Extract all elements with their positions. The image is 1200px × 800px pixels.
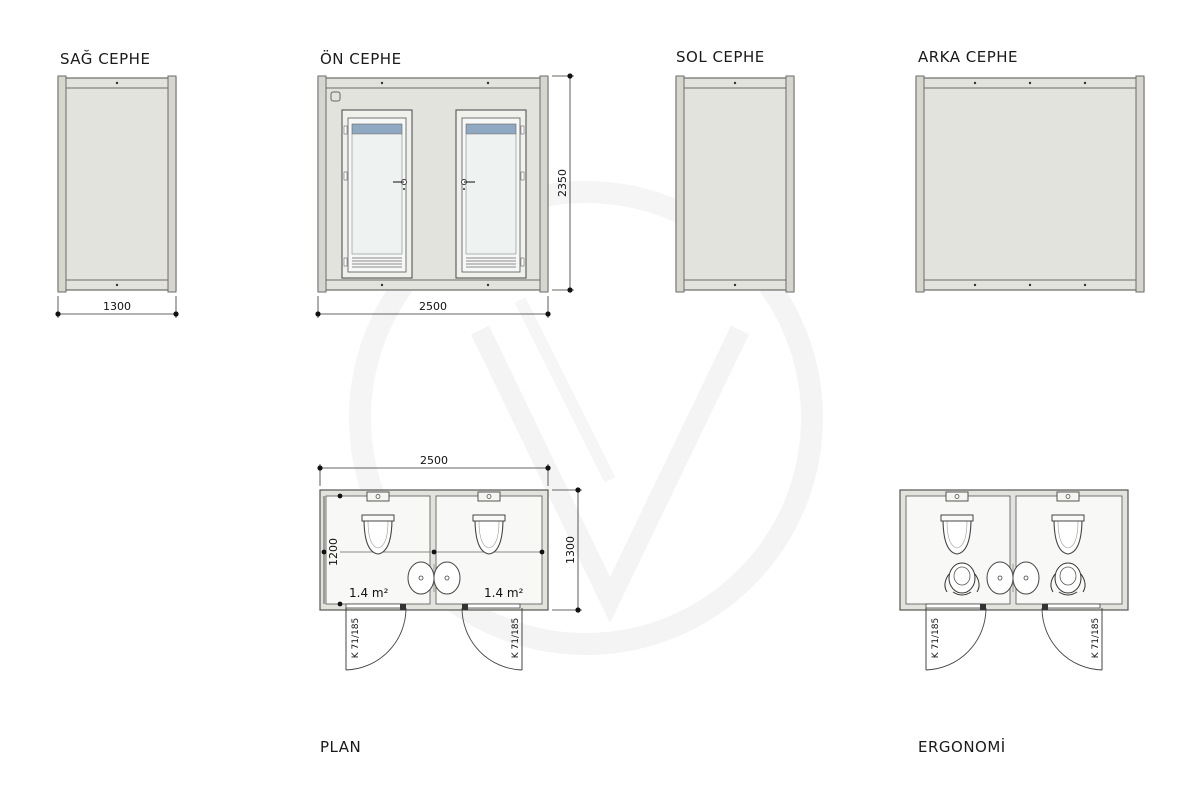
- right-width-dimension: [55, 296, 179, 318]
- area-left-cabin: 1.4 m²: [349, 586, 389, 600]
- ergonomics-door-label-left: K 71/185: [931, 618, 941, 658]
- plan-view: [319, 489, 549, 611]
- front-door-right: [455, 109, 527, 279]
- dim-plan-width: 2500: [420, 454, 448, 467]
- plan-depth-dimension: [552, 487, 582, 613]
- title-ergonomics: ERGONOMİ: [918, 738, 1006, 756]
- plan-door-swing-right: [461, 604, 523, 671]
- dim-plan-depth: 1300: [564, 536, 577, 564]
- area-right-cabin: 1.4 m²: [484, 586, 524, 600]
- watermark-logo: [349, 181, 823, 655]
- dim-right-width: 1300: [103, 300, 131, 313]
- front-height-dimension: [552, 73, 574, 293]
- dim-front-height: 2350: [556, 169, 569, 197]
- ergonomics-door-swing-right: [1041, 604, 1103, 671]
- plan-inner-dimension: [321, 496, 327, 604]
- door-label-right: K 71/185: [511, 618, 521, 658]
- left-elevation: [675, 75, 795, 293]
- dim-front-width: 2500: [419, 300, 447, 313]
- front-door-left: [341, 109, 413, 279]
- title-right-elevation: SAĞ CEPHE: [60, 50, 151, 68]
- ergonomics-door-label-right: K 71/185: [1091, 618, 1101, 658]
- title-front-elevation: ÖN CEPHE: [320, 50, 402, 68]
- ergonomics-door-swing-left: [925, 604, 987, 671]
- title-left-elevation: SOL CEPHE: [676, 48, 765, 66]
- front-width-dimension: [315, 296, 551, 318]
- door-label-left: K 71/185: [351, 618, 361, 658]
- dim-plan-inner: 1200: [327, 538, 340, 566]
- right-elevation: [57, 75, 177, 293]
- ergonomics-view: [899, 489, 1129, 611]
- title-plan: PLAN: [320, 738, 362, 756]
- title-back-elevation: ARKA CEPHE: [918, 48, 1019, 66]
- back-elevation: [915, 75, 1145, 293]
- plan-width-dimension: [317, 464, 551, 486]
- plan-door-swing-left: [345, 604, 407, 671]
